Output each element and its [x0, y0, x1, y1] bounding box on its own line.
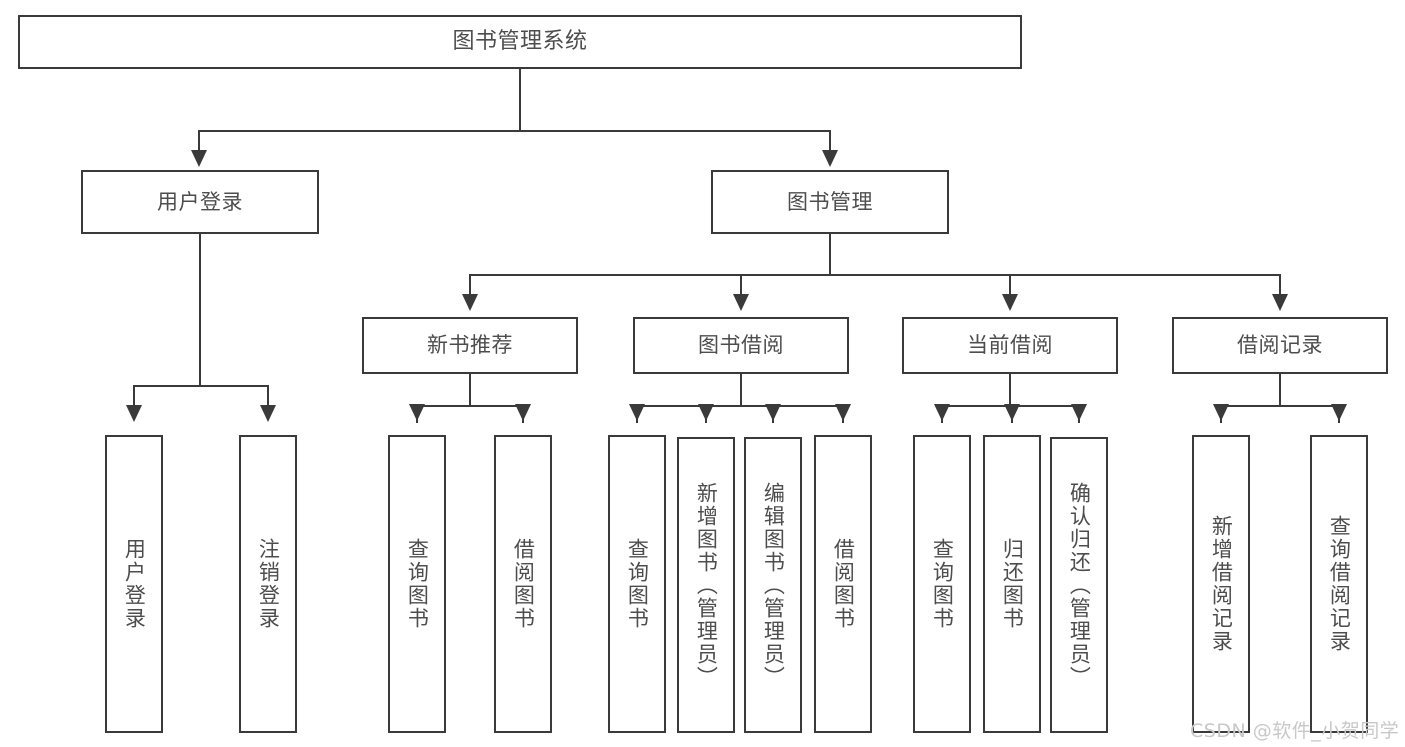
node-new-book-recommend[interactable]: 新书推荐 — [362, 317, 578, 374]
edge-book-borrow-stem — [740, 374, 742, 406]
edge-new-book-stem — [469, 374, 471, 406]
arrow-bb-to-leaf-3 — [835, 404, 851, 421]
leaf-current-borrow-1[interactable]: 归还图书 — [983, 435, 1041, 733]
arrow-bb-to-leaf-0 — [629, 404, 645, 421]
node-root-book-management-system[interactable]: 图书管理系统 — [18, 15, 1022, 69]
edge-book-management-bus — [469, 274, 1281, 276]
node-book-borrow[interactable]: 图书借阅 — [633, 317, 849, 374]
node-label: 图书借阅 — [698, 333, 784, 358]
leaf-book-borrow-0[interactable]: 查询图书 — [608, 435, 666, 733]
arrow-user-login-to-leaf-0 — [126, 405, 142, 422]
node-label: 新书推荐 — [427, 333, 513, 358]
edge-bm-to-new-book — [469, 274, 471, 296]
edge-user-login-stem — [199, 234, 201, 386]
leaf-borrow-record-0[interactable]: 新增借阅记录 — [1192, 435, 1250, 733]
node-label: 借阅图书 — [511, 538, 536, 630]
edge-root-to-book-management — [829, 130, 831, 152]
node-label: 用户登录 — [122, 538, 147, 630]
arrow-bb-to-leaf-1 — [698, 404, 714, 421]
leaf-user-login-1[interactable]: 注销登录 — [239, 435, 297, 733]
leaf-book-borrow-2[interactable]: 编辑图书（管理员） — [744, 437, 802, 733]
node-label: 查询图书 — [625, 538, 650, 630]
node-label: 查询借阅记录 — [1327, 515, 1352, 653]
edge-root-bus — [198, 130, 831, 132]
edge-bm-to-current-borrow — [1009, 274, 1011, 296]
leaf-user-login-0[interactable]: 用户登录 — [105, 435, 163, 733]
edge-user-login-to-leaf-1 — [267, 385, 269, 407]
node-label: 借阅图书 — [831, 538, 856, 630]
node-label: 确认归还（管理员） — [1067, 481, 1092, 689]
arrow-cb-to-leaf-1 — [1004, 404, 1020, 421]
edge-current-borrow-stem — [1009, 374, 1011, 406]
edge-root-stem — [519, 69, 521, 131]
node-label: 注销登录 — [256, 538, 281, 630]
arrow-new-book-to-leaf-0 — [409, 404, 425, 421]
arrow-bm-to-book-borrow — [733, 294, 749, 311]
edge-book-management-stem — [829, 234, 831, 275]
arrow-bb-to-leaf-2 — [765, 404, 781, 421]
edge-borrow-record-bus — [1220, 405, 1340, 407]
node-label: 编辑图书（管理员） — [761, 481, 786, 689]
leaf-book-borrow-3[interactable]: 借阅图书 — [814, 435, 872, 733]
leaf-new-book-recommend-0[interactable]: 查询图书 — [388, 435, 446, 733]
edge-user-login-to-leaf-0 — [133, 385, 135, 407]
leaf-book-borrow-1[interactable]: 新增图书（管理员） — [677, 437, 735, 733]
node-label: 查询图书 — [930, 538, 955, 630]
node-label: 归还图书 — [1000, 538, 1025, 630]
node-label: 查询图书 — [405, 538, 430, 630]
arrow-cb-to-leaf-2 — [1071, 404, 1087, 421]
node-label: 图书管理系统 — [452, 29, 588, 55]
node-user-login[interactable]: 用户登录 — [81, 170, 319, 234]
node-book-management[interactable]: 图书管理 — [711, 170, 949, 234]
edge-borrow-record-stem — [1279, 374, 1281, 406]
node-label: 新增借阅记录 — [1209, 515, 1234, 653]
arrow-root-to-user-login — [191, 150, 207, 167]
arrow-new-book-to-leaf-1 — [515, 404, 531, 421]
arrow-bm-to-current-borrow — [1002, 294, 1018, 311]
arrow-br-to-leaf-0 — [1213, 404, 1229, 421]
node-borrow-record[interactable]: 借阅记录 — [1172, 317, 1388, 374]
arrow-bm-to-borrow-record — [1272, 294, 1288, 311]
edge-bm-to-borrow-record — [1279, 274, 1281, 296]
edge-root-to-user-login — [198, 130, 200, 152]
csdn-watermark: CSDN @软件_小贺同学 — [1190, 720, 1400, 742]
leaf-current-borrow-2[interactable]: 确认归还（管理员） — [1050, 437, 1108, 733]
arrow-bm-to-new-book — [462, 294, 478, 311]
node-label: 当前借阅 — [967, 333, 1053, 358]
edge-new-book-bus — [416, 405, 524, 407]
node-current-borrow[interactable]: 当前借阅 — [902, 317, 1118, 374]
node-label: 用户登录 — [157, 189, 243, 214]
arrow-root-to-book-management — [822, 150, 838, 167]
edge-bm-to-book-borrow — [740, 274, 742, 296]
edge-user-login-bus — [133, 385, 269, 387]
arrow-user-login-to-leaf-1 — [260, 405, 276, 422]
node-label: 借阅记录 — [1237, 333, 1323, 358]
node-label: 图书管理 — [787, 189, 873, 214]
edge-book-borrow-bus — [636, 405, 844, 407]
arrow-cb-to-leaf-0 — [934, 404, 950, 421]
leaf-current-borrow-0[interactable]: 查询图书 — [913, 435, 971, 733]
arrow-br-to-leaf-1 — [1331, 404, 1347, 421]
leaf-borrow-record-1[interactable]: 查询借阅记录 — [1310, 435, 1368, 733]
node-label: 新增图书（管理员） — [694, 481, 719, 689]
leaf-new-book-recommend-1[interactable]: 借阅图书 — [494, 435, 552, 733]
